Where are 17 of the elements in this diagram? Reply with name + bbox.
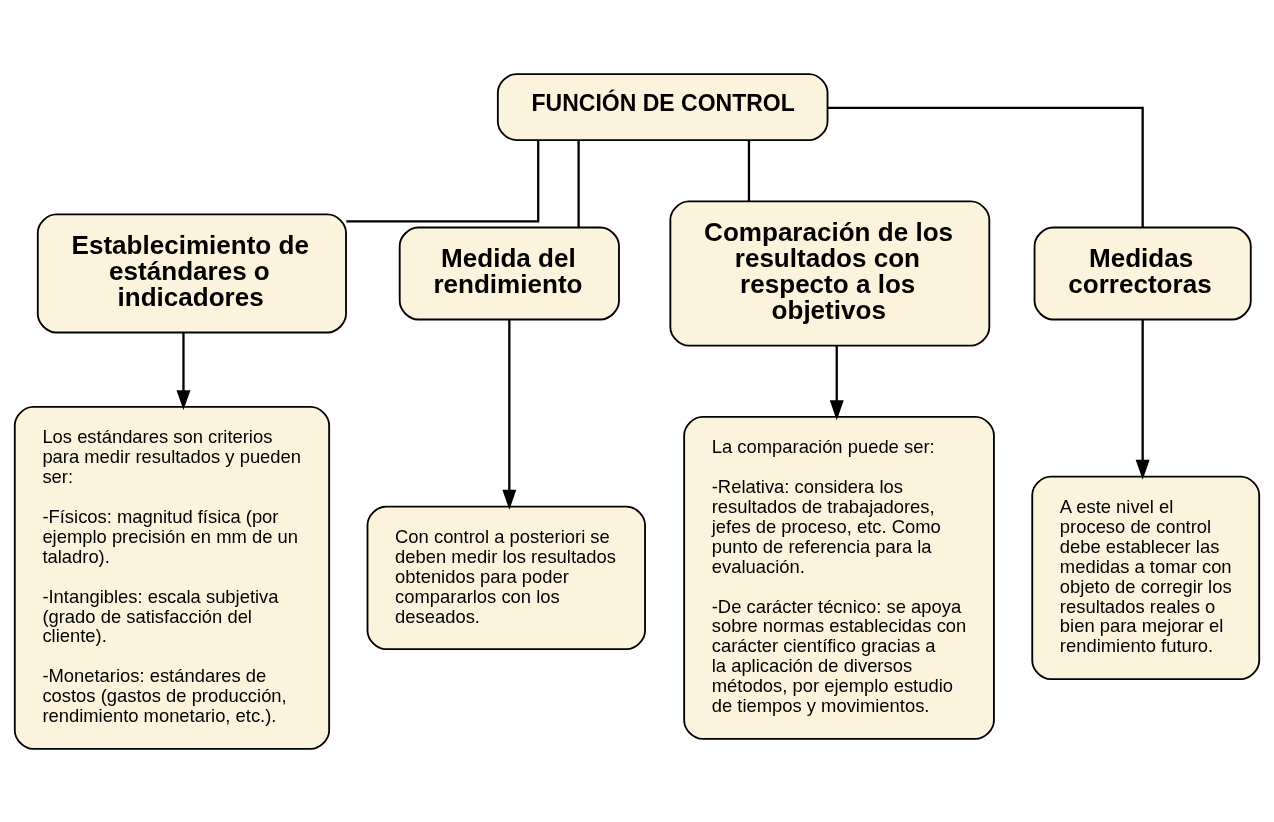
- arrow: [176, 332, 191, 410]
- node-box: Medida del rendimiento: [398, 226, 620, 320]
- node-box: La comparación puede ser: -Relativa: considera los resultados de trabajadores, jefes de proceso, etc. Como punto de referencia para la evaluación. -De carácter técnico: se apoya sobre normas establecidas con carácter científico gracias a la aplicación de diversos métodos, por ejemplo estudio de tiempos y movimientos.: [683, 415, 995, 740]
- connector: [577, 139, 580, 227]
- node-box: Con control a posteriori se deben medir los resultados obtenidos para poder compararlos con los deseados.: [366, 505, 646, 650]
- arrow: [502, 319, 517, 510]
- arrow: [1135, 319, 1150, 480]
- connector: [346, 139, 540, 222]
- node-box: Medidas correctoras: [1033, 226, 1252, 320]
- connector: [747, 139, 751, 201]
- node-box: A este nivel el proceso de control debe establecer las medidas a tomar con objeto de corregir los resultados reales o bien para mejorar el rendimiento futuro.: [1031, 475, 1261, 680]
- connector: [827, 106, 1144, 227]
- node-box: Los estándares son criterios para medir resultados y pueden ser: -Físicos: magnitud física (por ejemplo precisión en mm de un taladro). -Intangibles: escala subjetiva (grado de satisfacción del cliente). -Monetarios: estándares de costos (gastos de producción, rendimiento monetario, etc.).: [13, 405, 331, 750]
- arrow: [829, 345, 844, 420]
- node-box: Comparación de los resultados con respecto a los objetivos: [669, 200, 991, 346]
- node-box: Establecimiento de estándares o indicadores: [36, 213, 347, 333]
- node-box: FUNCIÓN DE CONTROL: [496, 72, 829, 141]
